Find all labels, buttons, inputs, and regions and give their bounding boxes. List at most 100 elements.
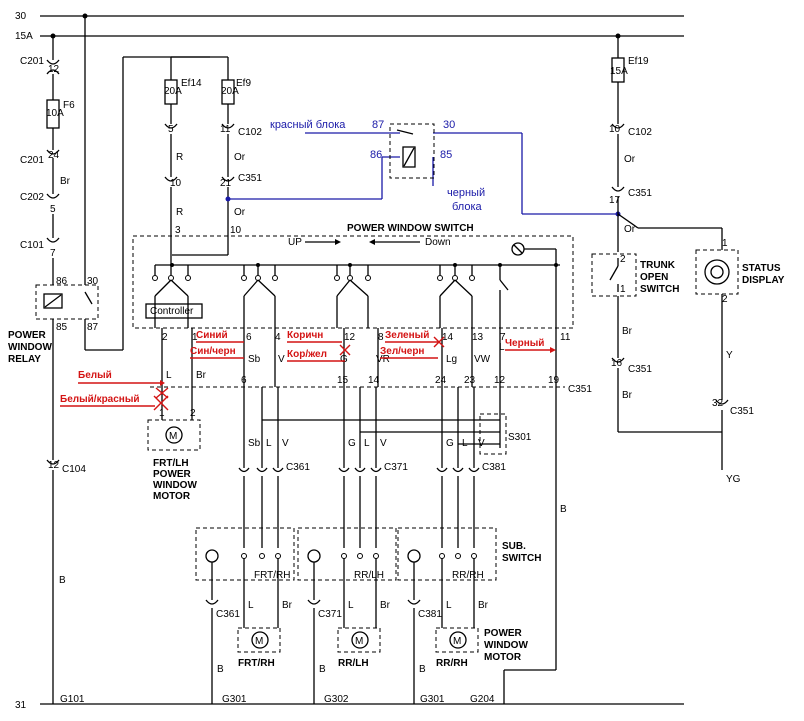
- svg-text:3: 3: [175, 225, 181, 236]
- svg-text:1: 1: [192, 332, 198, 343]
- svg-text:STATUS: STATUS: [742, 263, 781, 274]
- red-annotations: Белый Белый/красный Синий Син/черн Корич…: [60, 330, 556, 411]
- switch-contact-group: [437, 265, 475, 328]
- svg-text:Down: Down: [425, 237, 451, 248]
- svg-text:G101: G101: [60, 694, 85, 705]
- svg-text:FRT/LH: FRT/LH: [153, 458, 189, 469]
- svg-text:2: 2: [162, 332, 168, 343]
- svg-text:24: 24: [435, 375, 447, 386]
- svg-text:7: 7: [500, 332, 506, 343]
- rail-15a-label: 15A: [15, 31, 33, 42]
- svg-text:SWITCH: SWITCH: [502, 553, 541, 564]
- c201-label: C201: [20, 56, 44, 67]
- svg-text:10A: 10A: [46, 108, 64, 119]
- svg-text:Br: Br: [622, 390, 633, 401]
- svg-text:UP: UP: [288, 237, 302, 248]
- svg-text:R: R: [176, 152, 183, 163]
- svg-text:Or: Or: [234, 207, 246, 218]
- svg-text:5: 5: [50, 204, 56, 215]
- svg-text:C202: C202: [20, 192, 44, 203]
- svg-text:G301: G301: [222, 694, 247, 705]
- svg-text:L: L: [266, 438, 272, 449]
- svg-text:B: B: [560, 504, 567, 515]
- svg-text:Ef9: Ef9: [236, 78, 251, 89]
- indicator-lamp-icon: [407, 549, 421, 563]
- svg-text:V: V: [282, 438, 289, 449]
- svg-text:B: B: [319, 664, 326, 675]
- svg-text:Or: Or: [624, 154, 636, 165]
- svg-text:Br: Br: [478, 600, 489, 611]
- trunk-open-switch: [591, 253, 637, 297]
- svg-text:10: 10: [230, 225, 242, 236]
- svg-text:WINDOW: WINDOW: [8, 342, 52, 353]
- svg-text:POWER WINDOW SWITCH: POWER WINDOW SWITCH: [347, 223, 474, 234]
- svg-text:C371: C371: [384, 462, 408, 473]
- svg-text:G: G: [446, 438, 454, 449]
- svg-text:85: 85: [56, 322, 68, 333]
- power-window-relay: 86 30 85 87 POWER WINDOW RELAY 12 C104 B…: [8, 56, 210, 705]
- svg-text:5: 5: [168, 124, 174, 135]
- svg-text:Lg: Lg: [446, 354, 457, 365]
- svg-text:C101: C101: [20, 240, 44, 251]
- sub-switch: [297, 527, 397, 581]
- sub-switch: [195, 527, 295, 581]
- svg-text:DISPLAY: DISPLAY: [742, 275, 785, 286]
- svg-text:87: 87: [372, 119, 384, 131]
- svg-text:MOTOR: MOTOR: [484, 652, 522, 663]
- svg-text:Зел/черн: Зел/черн: [380, 346, 424, 357]
- svg-text:Белый: Белый: [78, 370, 112, 381]
- svg-text:блока: блока: [452, 201, 483, 213]
- svg-text:13: 13: [472, 332, 484, 343]
- svg-text:19: 19: [548, 375, 560, 386]
- svg-text:POWER: POWER: [484, 628, 523, 639]
- svg-text:Зеленый: Зеленый: [385, 330, 429, 341]
- svg-text:Синий: Синий: [196, 330, 228, 341]
- svg-text:G: G: [348, 438, 356, 449]
- svg-text:12: 12: [494, 375, 506, 386]
- svg-text:1: 1: [159, 408, 165, 419]
- svg-text:RR/RH: RR/RH: [452, 570, 484, 581]
- svg-text:14: 14: [368, 375, 380, 386]
- switch-contact-group: [241, 265, 278, 328]
- motor-icon: [251, 631, 269, 649]
- svg-text:86: 86: [370, 149, 382, 161]
- svg-text:30: 30: [443, 119, 455, 131]
- svg-text:C351: C351: [238, 173, 262, 184]
- svg-text:L: L: [364, 438, 370, 449]
- rail-31-label: 31: [15, 700, 27, 711]
- left-supply-circuit: C201 12 F6 10A C201 24 Br C202 5 C101 7: [20, 16, 86, 285]
- svg-text:20A: 20A: [221, 86, 239, 97]
- svg-text:B: B: [419, 664, 426, 675]
- sub-switch-label: SUB. SWITCH: [502, 541, 541, 564]
- trunk-status-circuit: Ef19 15A 10 C102 Or 17 C351 Or 2 1 TRUNK…: [591, 36, 785, 485]
- relay-annotation-blue: красный блока 87 30 86 85 черный блока: [228, 119, 621, 217]
- rail-30-label: 30: [15, 11, 27, 22]
- svg-text:G204: G204: [470, 694, 495, 705]
- svg-text:B: B: [59, 575, 66, 586]
- svg-text:C351: C351: [730, 406, 754, 417]
- svg-text:Y: Y: [726, 350, 733, 361]
- svg-text:12: 12: [344, 332, 356, 343]
- switch-contact-groups: [152, 265, 557, 387]
- rear-motor: [435, 627, 479, 653]
- svg-text:C201: C201: [20, 155, 44, 166]
- svg-text:V: V: [278, 354, 285, 365]
- svg-text:FRT/RH: FRT/RH: [254, 570, 290, 581]
- rear-motor: [337, 627, 381, 653]
- svg-text:C381: C381: [482, 462, 506, 473]
- svg-text:C104: C104: [62, 464, 86, 475]
- svg-text:RELAY: RELAY: [8, 354, 41, 365]
- svg-text:Ef19: Ef19: [628, 56, 649, 67]
- svg-text:Син/черн: Син/черн: [190, 346, 236, 357]
- svg-text:VR: VR: [376, 354, 390, 365]
- svg-text:14: 14: [442, 332, 454, 343]
- svg-text:M: M: [355, 636, 363, 647]
- svg-text:C351: C351: [628, 364, 652, 375]
